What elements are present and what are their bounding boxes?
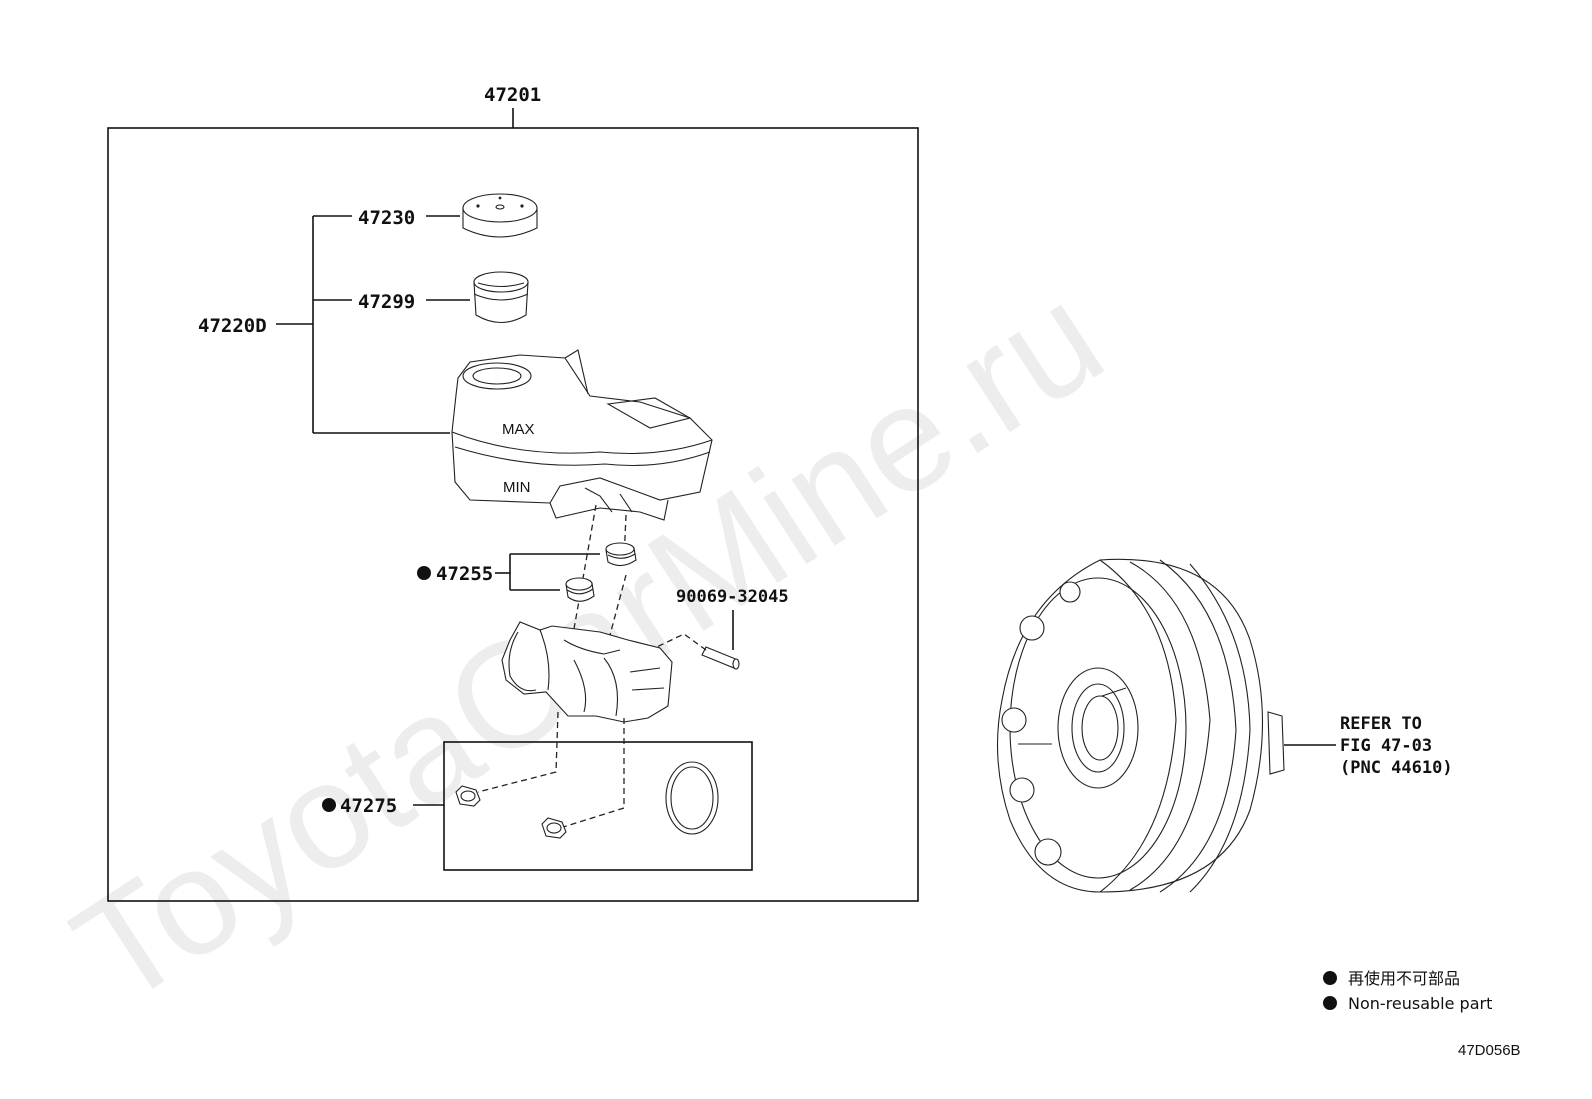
reservoir-cap (462, 193, 538, 238)
svg-text:MIN: MIN (503, 479, 531, 496)
brake-booster (997, 558, 1285, 893)
grommet-lower (565, 577, 595, 602)
non-reusable-marker (417, 566, 431, 580)
reservoir-strainer (473, 271, 529, 324)
o-ring (665, 761, 719, 835)
label-47255: 47255 (436, 563, 493, 585)
figure-code: 47D056B (1458, 1042, 1521, 1059)
spring-pin (701, 646, 740, 670)
refer-note-line1: REFER TO (1340, 714, 1422, 734)
svg-text:MAX: MAX (502, 421, 535, 438)
label-47275: 47275 (340, 795, 397, 817)
plug-kit-box (443, 741, 753, 871)
label-47201: 47201 (484, 84, 541, 106)
grommet-upper (605, 542, 637, 567)
label-47230: 47230 (358, 207, 415, 229)
refer-note-line2: FIG 47-03 (1340, 736, 1432, 756)
plug-lower (541, 817, 567, 839)
non-reusable-marker (322, 798, 336, 812)
label-47220D: 47220D (198, 315, 267, 337)
legend-ja: 再使用不可部品 (1348, 969, 1460, 988)
refer-note-line3: (PNC 44610) (1340, 758, 1453, 778)
brake-fluid-reservoir: MAX MIN (451, 349, 713, 521)
label-90069-32045: 90069-32045 (676, 587, 789, 607)
plug-upper (455, 785, 481, 807)
legend-en: Non-reusable part (1348, 994, 1492, 1013)
legend-marker-en (1323, 996, 1337, 1010)
legend-marker-ja (1323, 971, 1337, 985)
master-cylinder-body (501, 621, 673, 723)
label-47299: 47299 (358, 291, 415, 313)
